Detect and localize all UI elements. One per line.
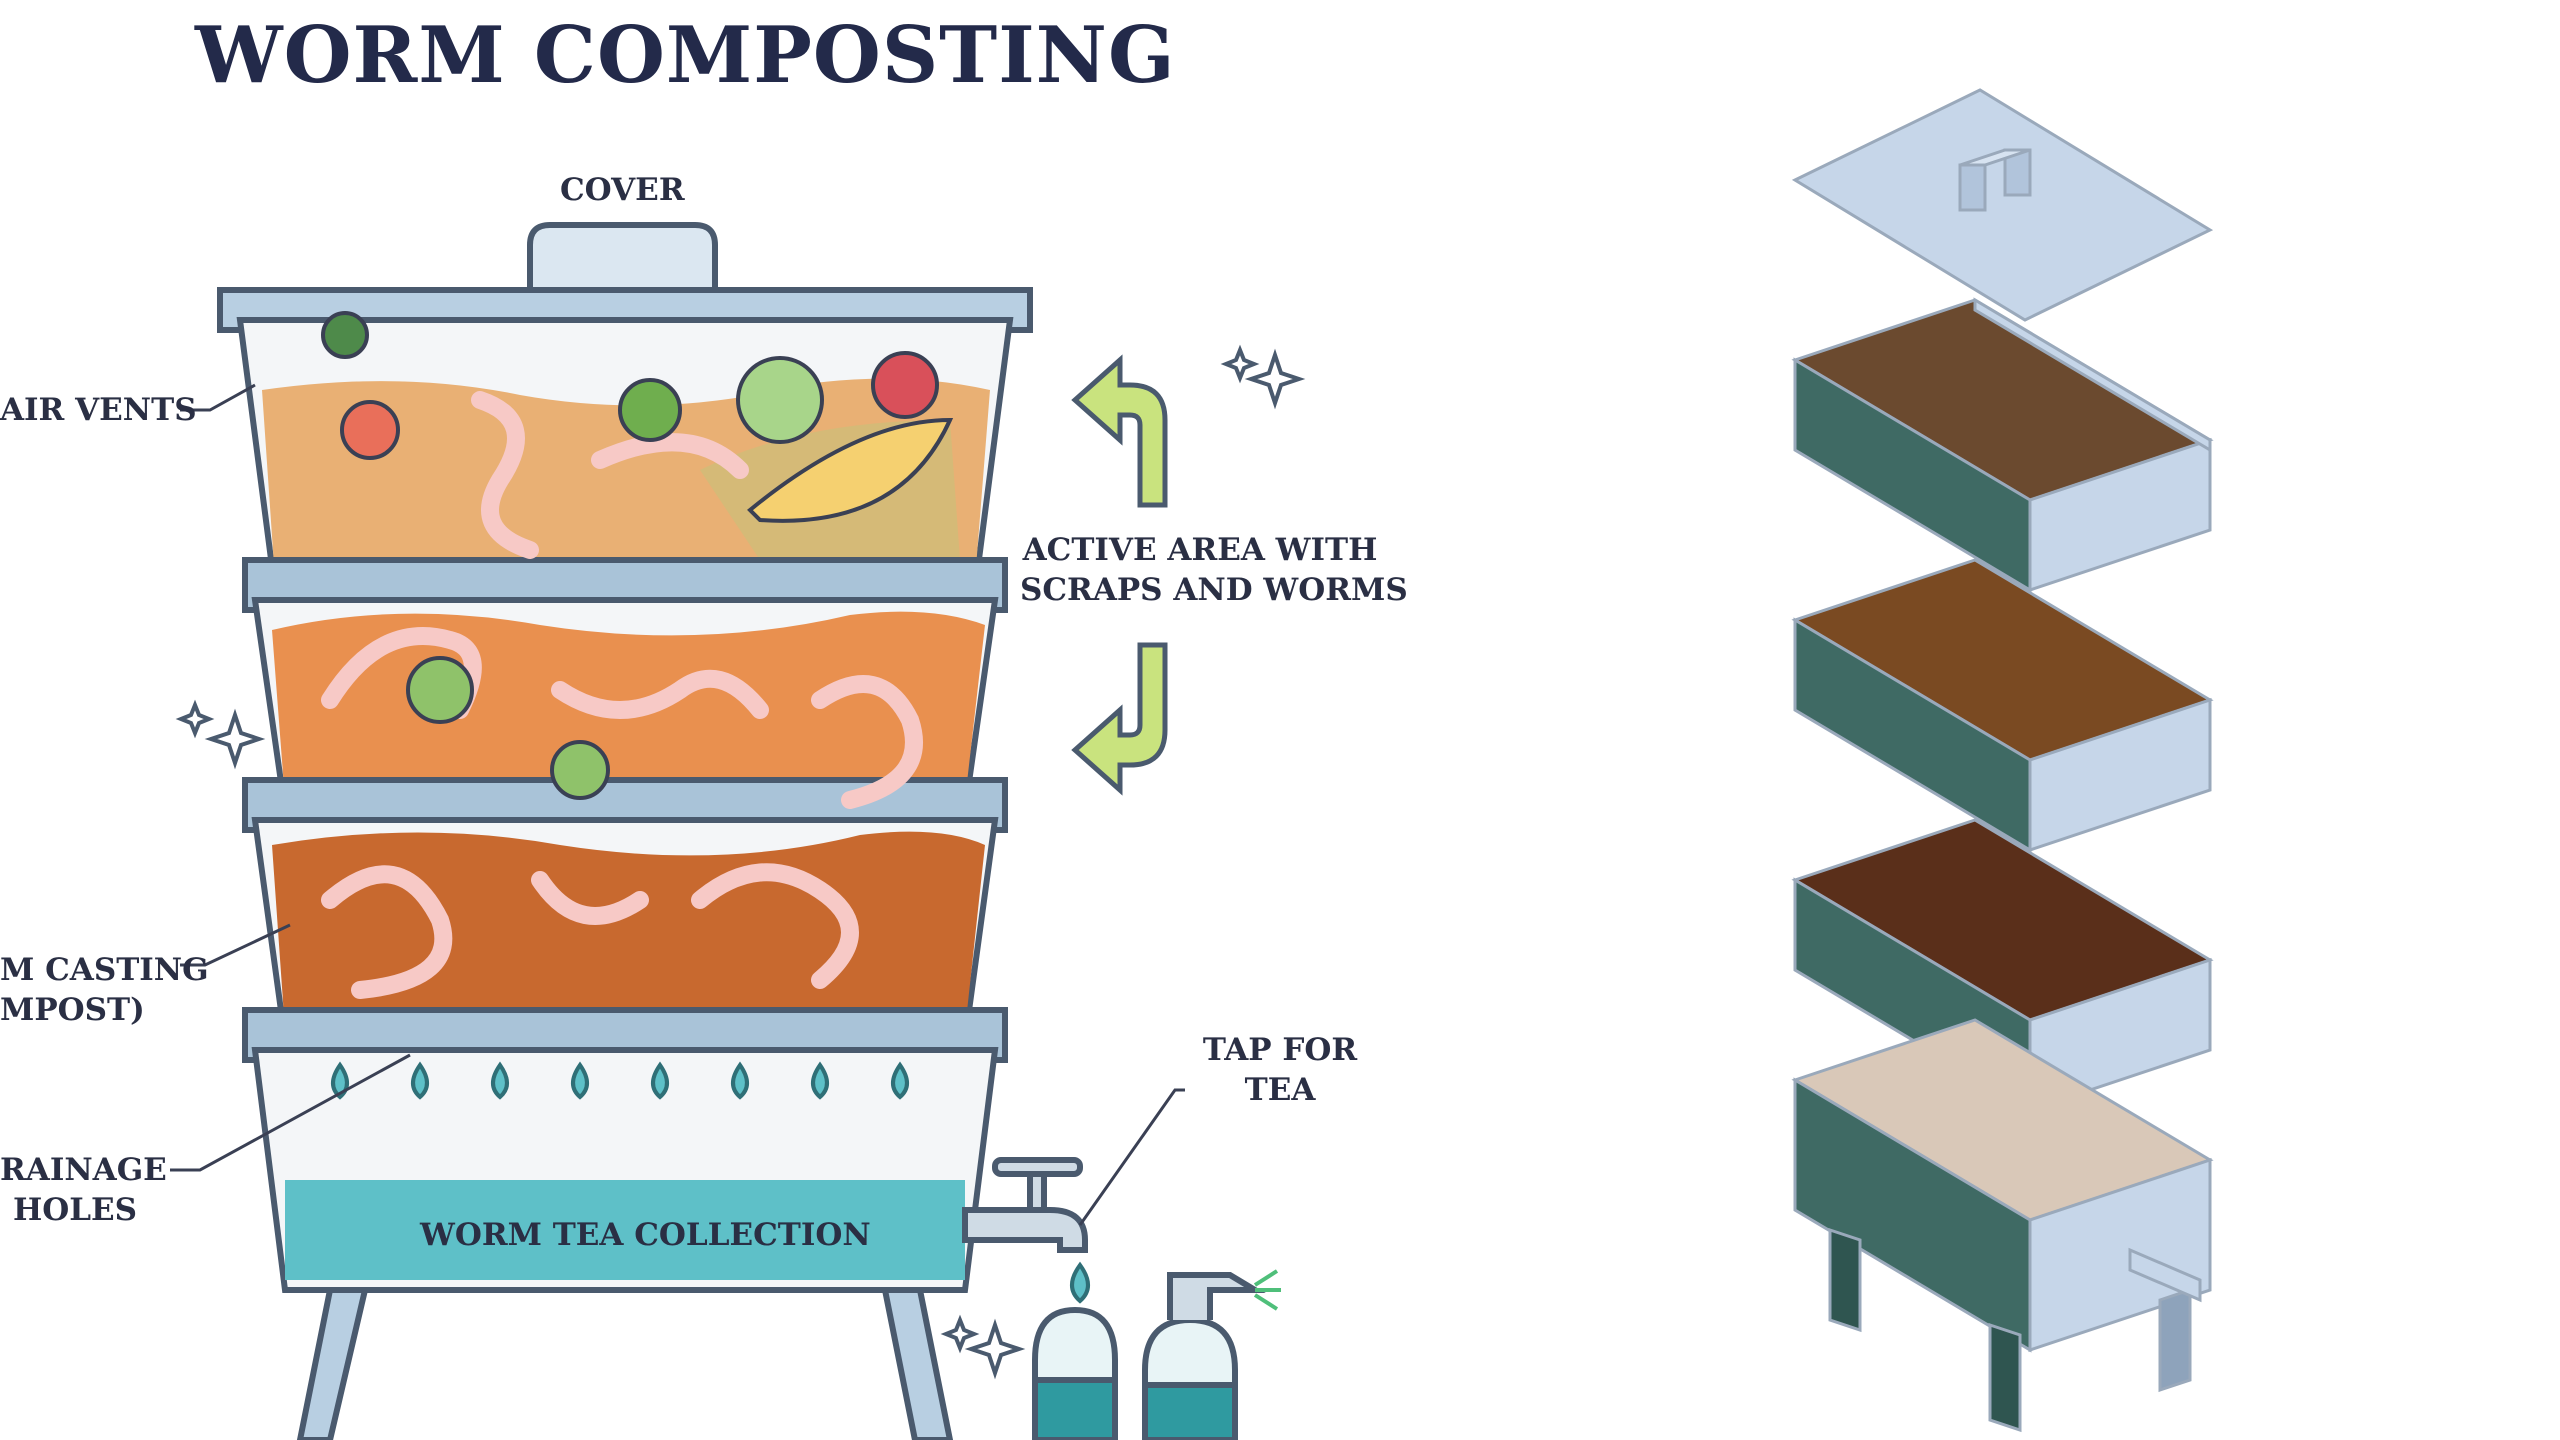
stand-legs [296,1287,954,1440]
tap [962,1157,1088,1253]
cycle-arrows [1071,354,1168,796]
label-air-vents: AIR VENTS [0,392,197,428]
label-tap-line1: TAP FOR [1202,1032,1358,1068]
label-drainage-line2: HOLES [12,1192,138,1228]
label-tap-line2: TEA [1244,1072,1316,1108]
label-drainage: RAINAGE HOLES [0,1150,167,1230]
label-active-area-line1: ACTIVE AREA WITH [1022,532,1378,568]
iso-tray-middle [1791,558,2214,853]
food-scraps [321,311,954,800]
label-tap: TAP FOR TEA [1190,1030,1370,1110]
tap-drop [1070,1261,1090,1304]
label-casting-line1: M CASTING [0,952,209,988]
iso-tray-top [1791,297,2214,593]
worms [321,391,923,999]
sparkles [175,344,1306,1380]
label-casting-line2: MPOST) [0,992,145,1028]
label-casting: M CASTING MPOST) [0,950,209,1030]
spray-bottles [1032,1269,1281,1440]
label-tea-collection: WORM TEA COLLECTION [420,1217,871,1253]
label-cover: COVER [560,172,685,208]
collection-basin [251,1047,999,1293]
drainage-drops [331,1061,909,1100]
leader-lines [170,383,1185,1226]
label-active-area: ACTIVE AREA WITH SCRAPS AND WORMS [1020,530,1408,610]
iso-lid [1791,88,2214,322]
cover-handle [527,222,718,290]
label-active-area-line2: SCRAPS AND WORMS [1020,572,1408,608]
iso-base [1791,1018,2214,1433]
page-title: WORM COMPOSTING [195,10,1176,101]
label-drainage-line1: RAINAGE [0,1152,167,1188]
